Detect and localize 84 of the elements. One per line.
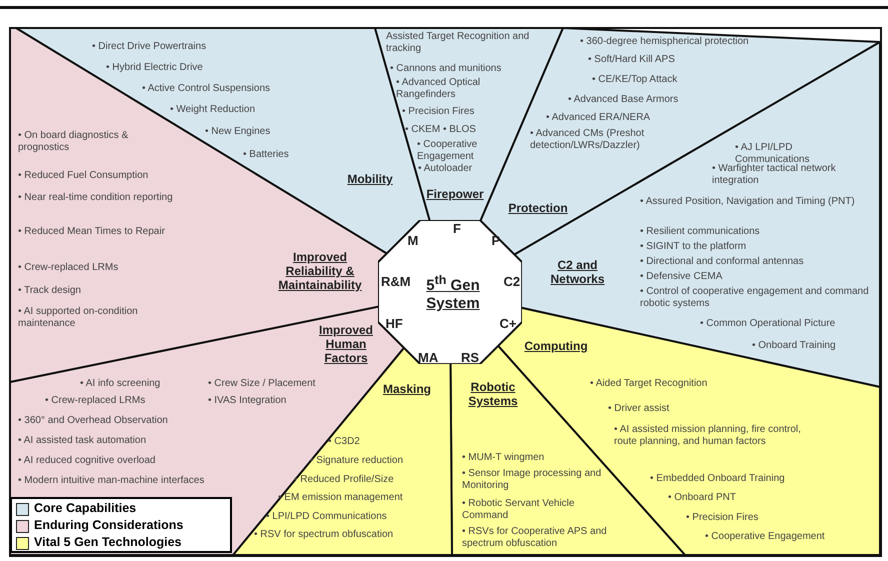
abbreviation-label: C+ [499, 316, 516, 332]
bullet-item: • EM emission management [278, 492, 403, 504]
legend-label: Enduring Considerations [34, 518, 184, 533]
bullet-item: • Advanced Optical Rangefinders [396, 77, 482, 101]
bullet-item: • Sensor Image processing and Monitoring [462, 468, 602, 492]
bullet-item: • AI assisted mission planning, fire control, route planning, and human factors [614, 424, 802, 448]
bullet-item: • Advanced ERA/NERA [546, 112, 650, 124]
bullet-item: • Modern intuitive man-machine interfaces [18, 475, 204, 487]
bullet-item: • Reduced Mean Times to Repair [18, 226, 166, 238]
bullet-item: • Precision Fires [686, 512, 758, 524]
abbreviation-label: P [491, 233, 500, 248]
bullet-item: • Control of cooperative engagement and command robotic systems [640, 286, 870, 310]
legend-label: Core Capabilities [34, 501, 136, 516]
sector-heading: Mobility [346, 172, 394, 186]
bullet-item: • Advanced CMs (Preshot detection/LWRs/Dazzler) [530, 128, 646, 152]
bullet-item: • Advanced Base Armors [568, 94, 678, 106]
bullet-item: • AI supported on-condition maintenance [18, 306, 139, 330]
abbreviation-label: M [407, 233, 418, 248]
bullet-item: • Cooperative Engagement [705, 531, 825, 543]
bullet-item: • Active Control Suspensions [142, 83, 270, 95]
bullet-item: • Warfighter tactical network integration [712, 163, 837, 187]
abbreviation-label: RS [460, 350, 480, 366]
sector-heading: C2 and Networks [549, 258, 606, 286]
bullet-item: • AJ LPI/LPD Communications [735, 142, 810, 165]
bullet-item: • Defensive CEMA [640, 271, 722, 283]
bullet-item: • Reduced Profile/Size [294, 474, 394, 486]
bullet-item: • Hybrid Electric Drive [106, 62, 203, 74]
bullet-item: • C3D2 [328, 436, 360, 448]
bullet-item: • LPI/LPD Communications [266, 511, 387, 523]
bullet-item: • Crew-replaced LRMs [45, 395, 146, 407]
legend-label: Vital 5 Gen Technologies [34, 535, 182, 550]
bullet-item: • CKEM • BLOS [405, 124, 476, 136]
sector-heading: Computing [523, 339, 589, 353]
bullet-item: • Onboard PNT [668, 492, 736, 504]
bullet-item: • Batteries [243, 149, 289, 161]
abbreviation-label: C2 [503, 274, 520, 290]
bullet-item: • New Engines [205, 126, 270, 138]
bullet-item: • IVAS Integration [208, 395, 286, 407]
sector-heading: Robotic Systems [467, 380, 519, 408]
bullet-item: • Precision Fires [402, 106, 474, 118]
bullet-item: • RSV for spectrum obfuscation [254, 529, 394, 541]
bullet-item: • Reduced Fuel Consumption [18, 170, 148, 182]
abbreviation-label: R&M [380, 274, 411, 290]
sector-heading: Improved Human Factors [318, 323, 374, 365]
abbreviation-label: MA [418, 350, 438, 366]
bullet-item: • Onboard Training [752, 340, 836, 352]
bullet-item: • Embedded Onboard Training [650, 473, 785, 485]
center-octagon [378, 220, 522, 364]
bullet-item: • On board diagnostics & prognostics [18, 130, 130, 154]
bullet-item: • Robotic Servant Vehicle Command [462, 498, 576, 522]
abbreviation-label: F [452, 221, 461, 236]
bullet-item: • Resilient communications [640, 226, 760, 238]
bullet-item: • Autoloader [418, 163, 472, 175]
bullet-item: • Directional and conformal antennas [640, 256, 804, 268]
sector-heading: Protection [507, 201, 569, 215]
sector-heading: Firepower [425, 187, 485, 201]
bullet-item: • Crew-replaced LRMs [18, 262, 118, 274]
bullet-item: • Direct Drive Powertrains [92, 41, 206, 53]
bullet-item: • MUM-T wingmen [462, 452, 544, 464]
bullet-item: • Signature reduction [310, 455, 404, 467]
abbreviation-label: HF [385, 316, 403, 332]
sector-heading: Improved Reliability & Maintainability [277, 250, 363, 292]
bullet-item: • Weight Reduction [170, 104, 256, 116]
bullet-item: • Track design [18, 285, 81, 297]
bullet-item: • Soft/Hard Kill APS [588, 54, 675, 66]
bullet-item: • Common Operational Picture [700, 318, 836, 330]
bullet-item: • AI reduced cognitive overload [18, 455, 156, 467]
bullet-item: • Aided Target Recognition [590, 378, 708, 390]
bullet-item: • Cooperative Engagement [417, 139, 478, 163]
system-title: 5$^{th}$ Gen System [425, 272, 481, 313]
bullet-item: • Crew Size / Placement [208, 378, 316, 390]
bullet-item: • CE/KE/Top Attack [592, 74, 678, 86]
bullet-item: • Cannons and munitions [390, 63, 502, 75]
bullet-item: • Driver assist [608, 403, 670, 415]
bullet-item: • SIGINT to the platform [640, 241, 746, 253]
bullet-item: Assisted Target Recognition and tracking [386, 31, 530, 55]
bullet-item: • Assured Position, Navigation and Timing (PNT) [640, 196, 856, 208]
bullet-item: • 360° and Overhead Observation [18, 415, 168, 427]
bullet-item: • AI assisted task automation [18, 435, 146, 447]
bullet-item: • RSVs for Cooperative APS and spectrum obfuscation [462, 526, 608, 550]
bullet-item: • Near real-time condition reporting [18, 192, 174, 204]
sector-heading: Masking [382, 382, 432, 396]
bullet-item: • 360-degree hemispherical protection [580, 36, 749, 48]
bullet-item: • AI info screening [80, 378, 160, 390]
